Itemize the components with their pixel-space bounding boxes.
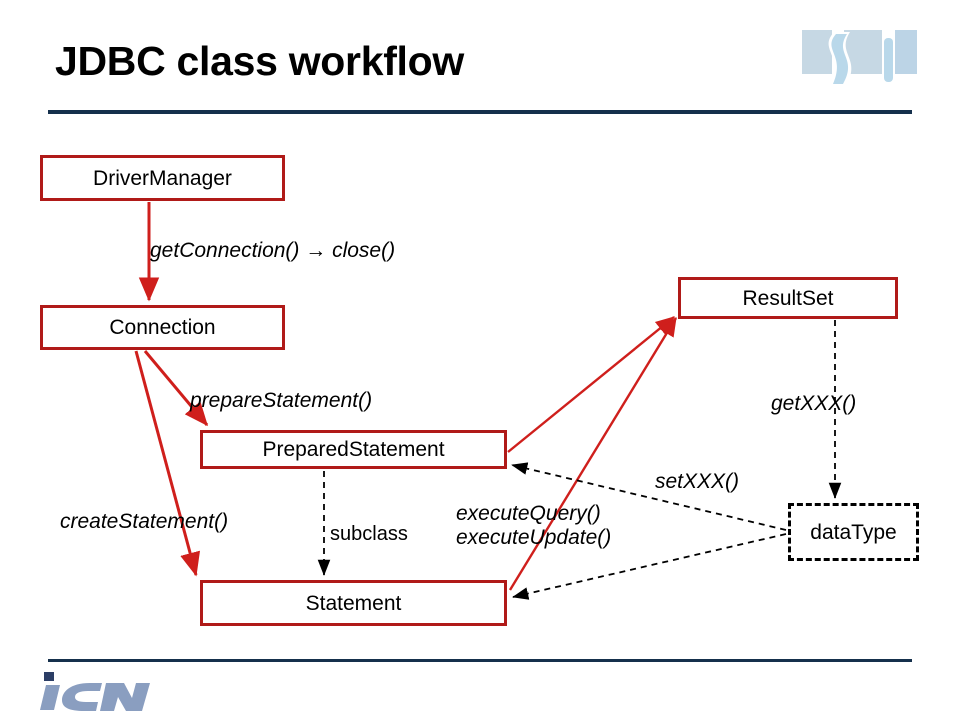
edge-label-executequery: executeQuery() (456, 502, 601, 525)
edge-label-createstatement: createStatement() (60, 510, 229, 533)
page-title: JDBC class workflow (55, 38, 464, 84)
node-drivermanager[interactable]: DriverManager (40, 155, 285, 201)
edge-datatype-preparedstatement (511, 462, 787, 531)
isu-corner-logo (800, 28, 932, 90)
icn-footer-logo (40, 668, 160, 712)
edge-connection-statement (134, 350, 201, 577)
edge-label-preparestatement: prepareStatement() (190, 389, 373, 412)
node-statement[interactable]: Statement (200, 580, 507, 626)
node-datatype[interactable]: dataType (788, 503, 919, 561)
node-connection[interactable]: Connection (40, 305, 285, 350)
edge-preparedstatement-resultset (507, 316, 675, 453)
node-preparedstatement[interactable]: PreparedStatement (200, 430, 507, 469)
node-preparedstatement-label: PreparedStatement (262, 438, 445, 461)
edge-statement-resultset (508, 316, 678, 591)
node-connection-label: Connection (109, 316, 216, 339)
node-datatype-label: dataType (810, 520, 897, 544)
node-resultset-label: ResultSet (742, 286, 834, 310)
jdbc-workflow-diagram: DriverManager Connection PreparedStateme… (0, 120, 960, 660)
node-resultset[interactable]: ResultSet (678, 277, 898, 319)
edge-connection-preparedstatement (143, 350, 209, 427)
edge-label-execute-group: executeQuery() executeUpdate() (456, 502, 611, 549)
edge-label-subclass: subclass (330, 523, 408, 545)
edge-label-getxxx: getXXX() (771, 392, 857, 415)
edge-label-setxxx: setXXX() (655, 470, 740, 493)
edge-label-getconnection: getConnection() → close() (150, 239, 396, 262)
node-statement-label: Statement (305, 591, 402, 615)
header-divider (48, 110, 912, 114)
edge-datatype-statement (512, 533, 787, 600)
diagram-edges (134, 202, 842, 600)
edge-label-executeupdate: executeUpdate() (456, 525, 612, 549)
node-drivermanager-label: DriverManager (93, 166, 232, 190)
footer-divider (48, 659, 912, 662)
